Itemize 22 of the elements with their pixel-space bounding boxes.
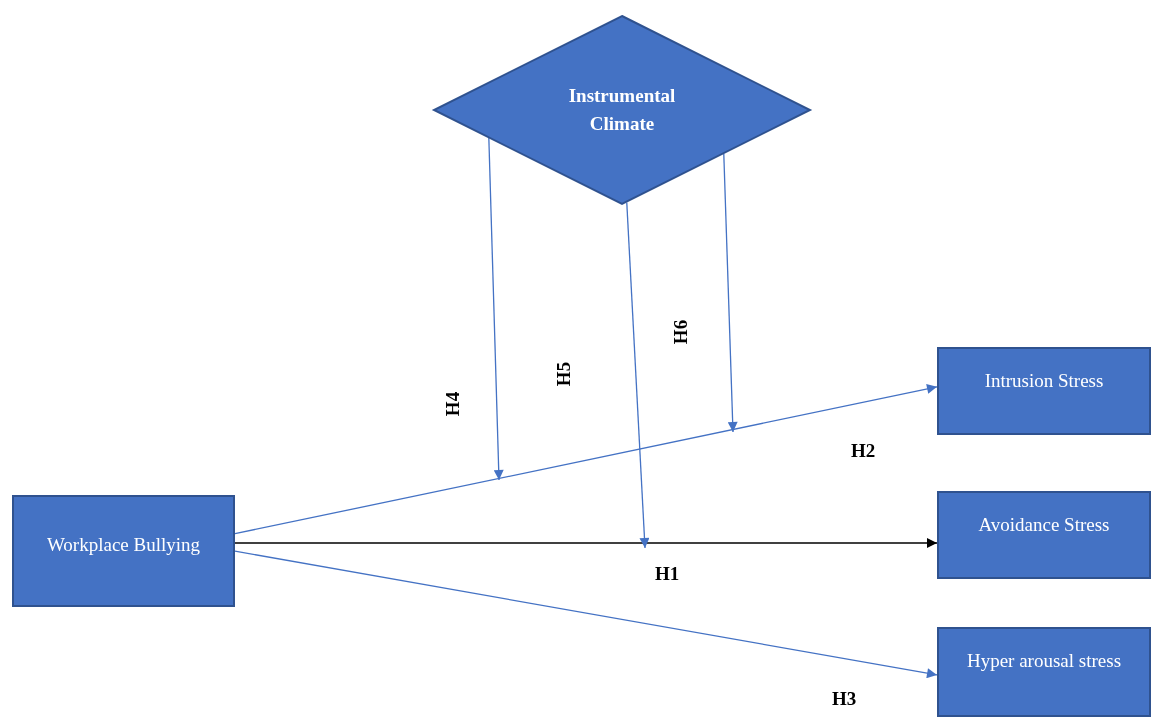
arrow xyxy=(234,550,938,679)
node-text: Hyper arousal stress xyxy=(966,649,1122,673)
process-box xyxy=(937,347,1151,435)
arrow xyxy=(234,383,938,535)
node-text: Intrusion Stress xyxy=(984,369,1104,393)
process-box xyxy=(937,627,1151,717)
arrow xyxy=(488,137,504,481)
edge-label: H3 xyxy=(832,688,857,710)
node-text: Instrumental Climate xyxy=(567,83,677,136)
process-box xyxy=(12,495,235,607)
edge-label: H5 xyxy=(553,361,576,387)
node-text: Workplace Bullying xyxy=(46,532,201,557)
diamond-node xyxy=(433,15,811,205)
edge-label: H2 xyxy=(851,440,876,462)
process-box xyxy=(937,491,1151,579)
edge-label: H6 xyxy=(670,319,693,345)
edge-label: H1 xyxy=(655,563,680,585)
arrow xyxy=(234,538,938,548)
arrow xyxy=(723,153,738,433)
edge-label: H4 xyxy=(442,391,465,417)
arrow xyxy=(626,201,650,549)
node-text: Avoidance Stress xyxy=(978,513,1110,537)
